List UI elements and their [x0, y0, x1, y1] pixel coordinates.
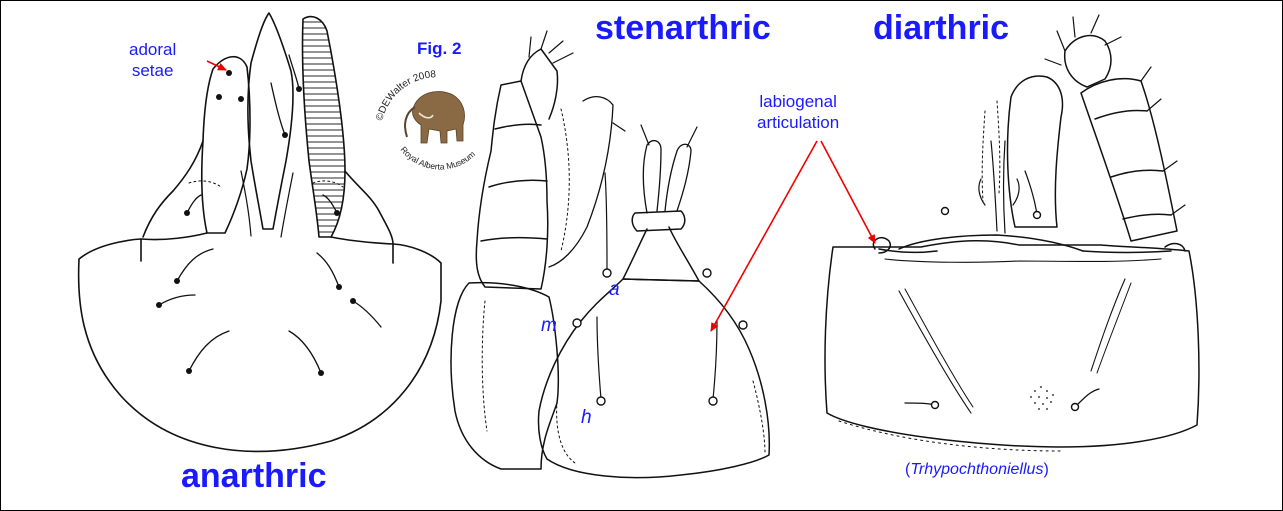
stenarthric-seta-bases — [573, 269, 747, 405]
anarthric-seta-4 — [317, 253, 339, 287]
anarthric-right-side — [345, 171, 393, 244]
anarthric-seta-9 — [271, 83, 285, 135]
palp-tip — [521, 49, 558, 119]
stenarthric-rutellum-left — [643, 141, 661, 213]
diarthric-palp-long — [1081, 79, 1177, 241]
diarthric-top-setae — [1045, 15, 1121, 65]
seta-label-a: a — [609, 279, 620, 301]
anarthric-title: anarthric — [181, 457, 327, 496]
diarthric-palp-seg-1 — [1095, 110, 1147, 119]
adoral-setae-label: adoral setae — [129, 39, 176, 81]
diarthric-palp-top — [1065, 36, 1111, 87]
stenarthric-rutellum-right — [665, 144, 691, 211]
diarthric-palp-seg-3 — [1123, 214, 1171, 219]
diarthric-bar-lower — [885, 259, 1161, 262]
diarthric-bar — [879, 249, 1171, 253]
diarthric-palp-seg-2 — [1111, 170, 1163, 177]
stenarthric-top-setae — [613, 123, 697, 147]
stenarthric-neck — [623, 227, 699, 281]
seta-label-h: h — [581, 407, 592, 429]
anarthric-seta-1 — [187, 195, 201, 213]
stenarthric-mentum-dots — [557, 401, 575, 463]
labiogenal-articulation-label: labiogenal articulation — [757, 91, 839, 133]
anarthric-seta-6 — [353, 301, 381, 327]
diarthric-rutellum — [991, 141, 1005, 233]
seta-label-m: m — [541, 315, 557, 337]
credit-logo: ©DEWalter 2008 Royal Alberta Museum — [374, 69, 491, 171]
diarthric-lower-seta-left — [905, 403, 935, 405]
stenarthric-left-plate — [451, 283, 558, 469]
diarthric-palp-setae — [1141, 67, 1185, 215]
anarthric-center-lobe — [248, 13, 293, 229]
diarthric-left-condyle — [873, 238, 890, 253]
diarthric-pore-cluster — [1030, 386, 1054, 410]
diarthric-diagonal-right-2 — [1097, 283, 1131, 373]
palp-segment-line-2 — [481, 238, 547, 241]
adoral-arrow — [207, 61, 226, 70]
genus-close-paren: ) — [1043, 461, 1048, 478]
diarthric-diagonal-left-2 — [905, 289, 973, 407]
palp-segment-line-1 — [489, 180, 547, 187]
seta-a-shaft — [605, 173, 607, 271]
stenarthric-drawing — [451, 31, 769, 478]
stenarthric-palp-dots — [482, 301, 487, 431]
diarthric-title: diarthric — [873, 9, 1009, 48]
palp-tip-setae — [529, 31, 573, 63]
diarthric-diagonal-left — [899, 291, 971, 413]
labiogenal-arrow-to-stenarthric — [711, 141, 817, 331]
anarthric-inner-left — [241, 171, 251, 236]
stenarthric-crown — [632, 211, 685, 231]
adoral-label-line2: setae — [129, 60, 176, 81]
anarthric-base-outline — [79, 239, 441, 451]
adoral-label-line1: adoral — [129, 39, 176, 60]
anarthric-seta-7 — [189, 331, 229, 371]
diarthric-dome — [899, 235, 1083, 251]
diarthric-side-seta — [1025, 171, 1037, 215]
genus-caption: (Trhypochthoniellus) — [905, 461, 1049, 479]
diarthric-diagonal-right — [1091, 279, 1125, 371]
diarthric-lower-seta-right — [1077, 389, 1099, 405]
genus-name: Trhypochthoniellus — [910, 461, 1043, 478]
palp-segment-line-3 — [495, 124, 541, 129]
stenarthric-title: stenarthric — [595, 9, 771, 48]
seta-h-left-shaft — [597, 317, 601, 399]
credit-text-bottom: Royal Alberta Museum — [399, 144, 478, 171]
mammoth-icon — [405, 91, 464, 143]
anarthric-inner-right — [281, 173, 293, 237]
anarthric-seta-5 — [159, 295, 195, 305]
labiogenal-arrow-to-diarthric — [821, 141, 875, 243]
stenarthric-outer-ridge — [549, 97, 613, 267]
stenarthric-mentum — [538, 279, 769, 478]
anarthric-right-lobe — [302, 17, 345, 237]
anarthric-right-flank — [331, 237, 393, 263]
diarthric-rutellum-dots — [982, 101, 1000, 201]
anarthric-seta-3 — [177, 249, 213, 281]
anarthric-left-side — [143, 141, 203, 237]
diarthric-mentum — [825, 241, 1199, 447]
anarthric-dotted-left — [189, 181, 221, 187]
anarthric-seta-8 — [289, 331, 321, 373]
stenarthric-palp — [476, 81, 547, 289]
seta-h-right-shaft — [713, 321, 717, 399]
labiogenal-label-line1: labiogenal — [757, 91, 839, 112]
diarthric-seta-bases — [932, 208, 1079, 411]
stenarthric-ridge-dots — [561, 109, 569, 251]
diarthric-drawing — [825, 15, 1199, 451]
figure-number: Fig. 2 — [417, 39, 461, 59]
anarthric-left-rutellum — [202, 57, 250, 233]
labiogenal-label-line2: articulation — [757, 112, 839, 133]
